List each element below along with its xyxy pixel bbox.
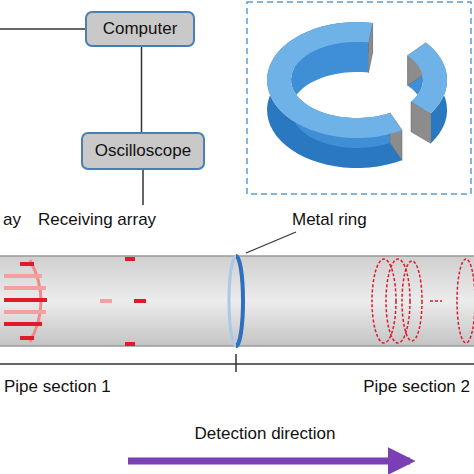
pipe [0,256,474,346]
box-label: Computer [103,19,178,39]
section-bracket [0,354,474,372]
array-label: Receiving array [38,210,156,230]
ring-top [408,43,447,114]
ring-side [267,22,402,168]
receiving-array [100,259,146,344]
wire [142,169,144,205]
array-outline [372,259,474,343]
box-label: Oscilloscope [95,141,191,161]
wire [0,28,86,30]
metal-ring [229,256,243,346]
transmitting-array [4,260,47,342]
array-label: ay [3,210,21,230]
ring-top [267,22,402,138]
metal-ring [236,256,243,346]
direction-arrow [128,458,410,465]
connector-line [141,47,143,132]
direction-label: Detection direction [195,424,336,444]
device-box: Oscilloscope [81,132,205,170]
split-ring [267,22,447,168]
device-box: Computer [85,11,195,47]
leader-line [246,232,296,253]
inset-frame [247,2,471,194]
section-label: Pipe section 1 [4,377,111,397]
part-label: Metal ring [292,210,367,230]
section-label: Pipe section 2 [363,377,470,397]
